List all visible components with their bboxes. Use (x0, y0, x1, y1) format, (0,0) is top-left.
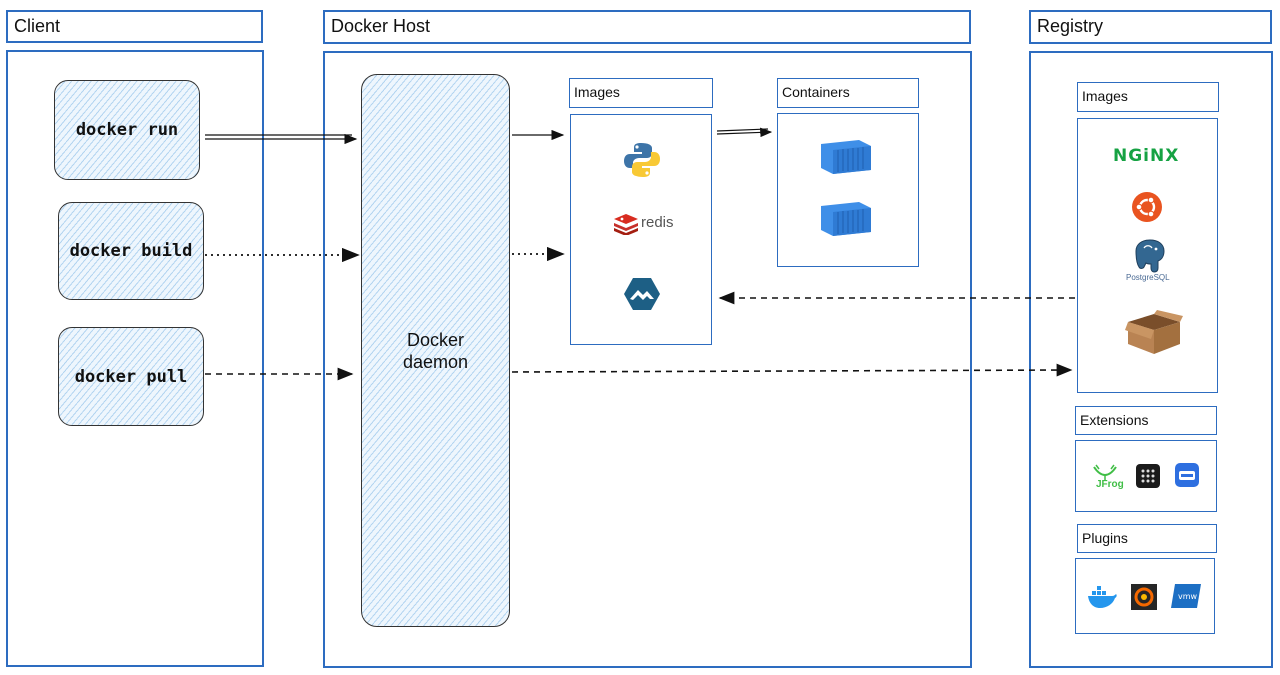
disk-extension-icon (1175, 463, 1199, 487)
container-icon-1 (821, 140, 871, 174)
postgresql-icon (1135, 239, 1165, 273)
python-icon (624, 143, 660, 177)
client-panel-title: Client (6, 10, 263, 43)
containers-box (777, 113, 919, 267)
extensions-title: Extensions (1075, 406, 1217, 435)
registry-images-title: Images (1077, 82, 1219, 112)
registry-images-label: Images (1082, 88, 1128, 104)
containers-title: Containers (777, 78, 919, 108)
docker-run-command[interactable]: docker run (54, 80, 200, 180)
redis-icon (614, 214, 638, 235)
ubuntu-icon (1132, 192, 1162, 222)
docker-build-label: docker build (69, 241, 193, 261)
docker-run-label: docker run (75, 120, 179, 140)
package-box-icon (1125, 310, 1183, 354)
arrow-images-to-containers (716, 127, 773, 138)
vmware-label: vmw (1178, 592, 1198, 601)
client-title: Client (14, 16, 61, 36)
nginx-logo: NGiNX (1113, 146, 1180, 166)
daemon-label-line1: Docker (406, 329, 464, 350)
docker-pull-command[interactable]: docker pull (58, 327, 204, 426)
container-icon-2 (821, 202, 871, 236)
docker-build-command[interactable]: docker build (58, 202, 204, 300)
extensions-label: Extensions (1080, 412, 1149, 428)
jfrog-label: JFrog (1096, 479, 1124, 490)
postgresql-label: PostgreSQL (1126, 273, 1170, 282)
docker-host-title: Docker Host (331, 16, 431, 36)
daemon-label-line2: daemon (402, 351, 469, 372)
host-images-title: Images (569, 78, 713, 108)
arrow-daemon-to-registry (511, 363, 1073, 377)
containers-label: Containers (782, 84, 850, 100)
app-grid-icon (1136, 464, 1160, 488)
docker-whale-icon (1088, 586, 1117, 608)
vmware-icon: vmw (1171, 584, 1201, 608)
alpine-icon (624, 278, 660, 310)
docker-host-panel-title: Docker Host (323, 10, 971, 44)
plugins-label: Plugins (1082, 530, 1128, 546)
plugins-title: Plugins (1077, 524, 1217, 553)
host-images-label: Images (574, 84, 620, 100)
arrow-run-to-daemon (205, 133, 358, 145)
redis-label: redis (641, 214, 674, 231)
jfrog-icon (1093, 464, 1117, 480)
grafana-icon (1131, 584, 1157, 610)
docker-daemon[interactable]: Docker daemon (361, 74, 510, 627)
docker-pull-label: docker pull (74, 366, 188, 387)
registry-panel-title: Registry (1029, 10, 1272, 44)
registry-title: Registry (1037, 16, 1104, 36)
